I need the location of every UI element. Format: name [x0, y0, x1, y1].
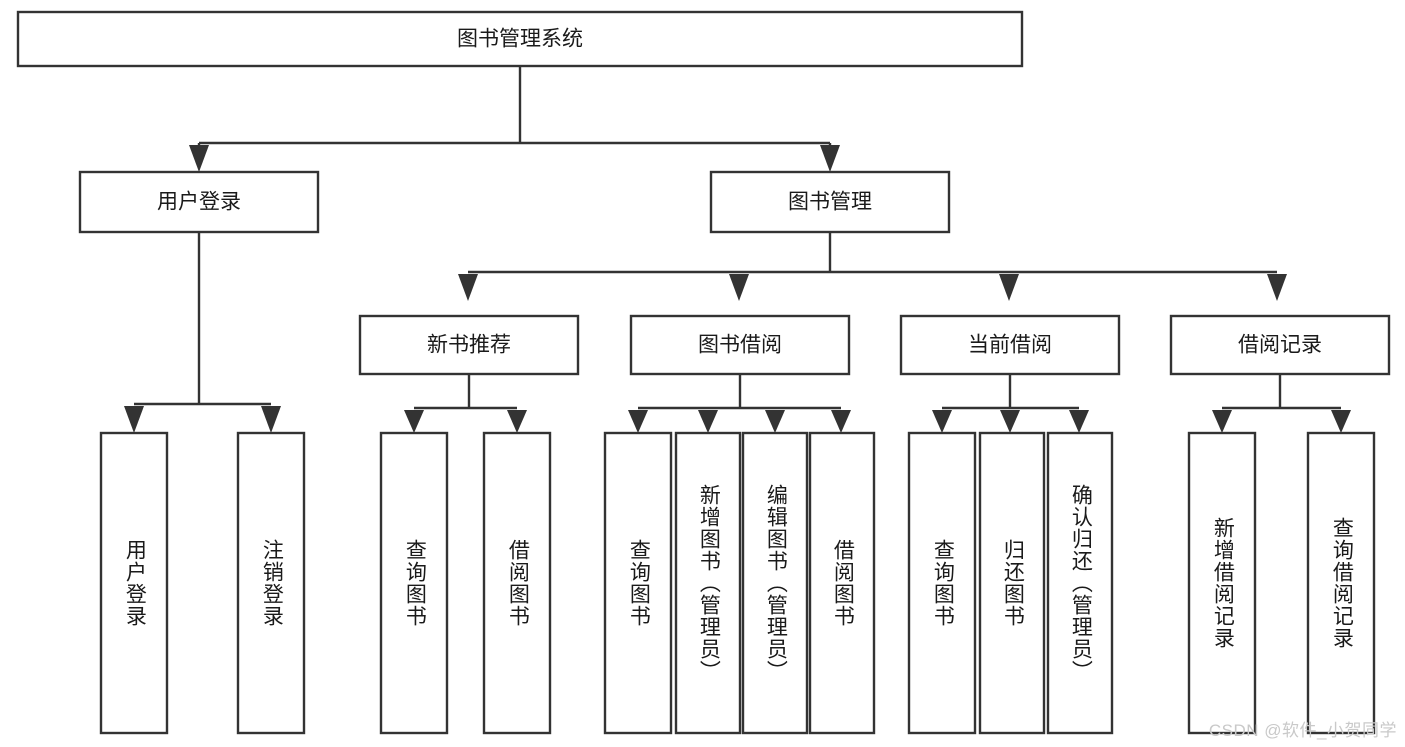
arrowhead-to-new-book	[458, 274, 478, 301]
leaf-box-borrow-record-1[interactable]	[1187, 431, 1257, 735]
arrowhead-book-borrow-leaf-3	[765, 410, 785, 433]
leaf-box-borrow-record-2[interactable]	[1306, 431, 1376, 735]
node-book-manage-box[interactable]	[709, 170, 951, 234]
arrowhead-to-book-borrow	[729, 274, 749, 301]
node-book-borrow-label: 图书借阅	[698, 334, 782, 357]
arrowhead-book-borrow-leaf-2	[698, 410, 718, 433]
node-user-login[interactable]: 用户登录	[78, 170, 320, 234]
leaf-box-current-borrow-1[interactable]	[907, 431, 977, 735]
arrowhead-user-login-leaf-2	[261, 406, 281, 433]
leaf-box-book-borrow-4[interactable]	[808, 431, 876, 735]
arrowhead-borrow-record-leaf-2	[1331, 410, 1351, 433]
leaf-box-book-borrow-2[interactable]	[674, 431, 742, 735]
arrowhead-book-borrow-leaf-1	[628, 410, 648, 433]
arrowhead-current-borrow-leaf-3	[1069, 410, 1089, 433]
node-book-borrow[interactable]: 图书借阅	[629, 314, 851, 376]
leaf-box-current-borrow-3[interactable]	[1046, 431, 1114, 735]
node-current-borrow-box[interactable]	[899, 314, 1121, 376]
node-book-borrow-box[interactable]	[629, 314, 851, 376]
arrowhead-to-current-borrow	[999, 274, 1019, 301]
node-new-book-recommend[interactable]: 新书推荐	[358, 314, 580, 376]
arrowhead-user-login-leaf-1	[124, 406, 144, 433]
arrowhead-to-book-manage	[820, 145, 840, 172]
node-new-book-recommend-label: 新书推荐	[427, 334, 511, 357]
node-new-book-recommend-box[interactable]	[358, 314, 580, 376]
leaf-box-current-borrow-2[interactable]	[978, 431, 1046, 735]
arrowhead-new-book-leaf-1	[404, 410, 424, 433]
node-current-borrow-label: 当前借阅	[968, 334, 1052, 357]
node-root-label: 图书管理系统	[457, 28, 583, 51]
arrowhead-borrow-record-leaf-1	[1212, 410, 1232, 433]
leaf-box-new-book-1[interactable]	[379, 431, 449, 735]
arrowhead-current-borrow-leaf-2	[1000, 410, 1020, 433]
node-current-borrow[interactable]: 当前借阅	[899, 314, 1121, 376]
arrowhead-new-book-leaf-2	[507, 410, 527, 433]
leaf-box-new-book-2[interactable]	[482, 431, 552, 735]
node-book-manage-label: 图书管理	[788, 191, 872, 214]
leaf-box-book-borrow-1[interactable]	[603, 431, 673, 735]
arrowhead-book-borrow-leaf-4	[831, 410, 851, 433]
node-borrow-record[interactable]: 借阅记录	[1169, 314, 1391, 376]
node-borrow-record-label: 借阅记录	[1238, 334, 1322, 357]
csdn-watermark: CSDN @软件_小贺同学	[1208, 721, 1397, 740]
node-book-manage[interactable]: 图书管理	[709, 170, 951, 234]
leaf-box-user-login-1[interactable]	[99, 431, 169, 735]
node-root[interactable]: 图书管理系统	[16, 10, 1024, 68]
node-borrow-record-box[interactable]	[1169, 314, 1391, 376]
node-user-login-label: 用户登录	[157, 191, 241, 214]
arrowhead-to-user-login	[189, 145, 209, 172]
arrowhead-current-borrow-leaf-1	[932, 410, 952, 433]
leaf-box-book-borrow-3[interactable]	[741, 431, 809, 735]
node-root-box[interactable]	[16, 10, 1024, 68]
leaf-box-user-login-2[interactable]	[236, 431, 306, 735]
arrowhead-to-borrow-record	[1267, 274, 1287, 301]
